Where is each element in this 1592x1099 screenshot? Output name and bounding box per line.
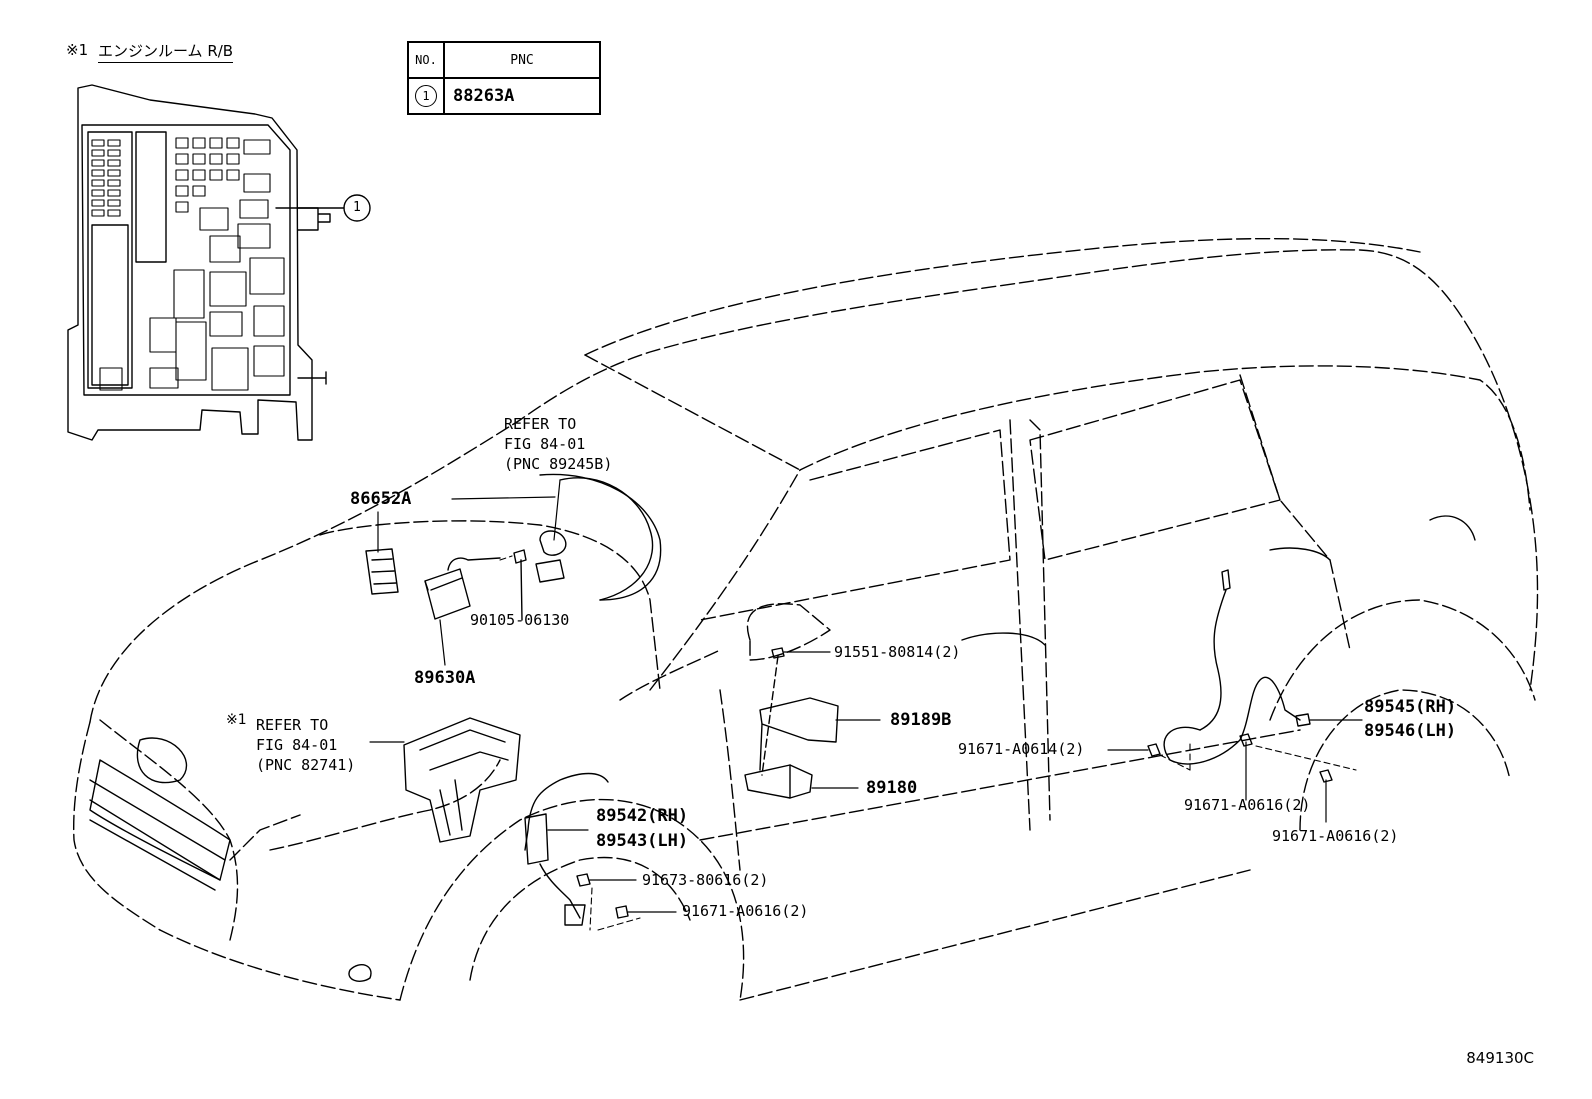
part-label-89189b: 89189B	[890, 710, 952, 730]
part-label-90105-06130: 90105-06130	[470, 611, 570, 629]
refer-note-top: REFER TO FIG 84-01 (PNC 89245B)	[504, 415, 613, 473]
pnc-table-header-no: NO.	[407, 41, 445, 79]
inset-title: エンジンルーム R/B	[98, 40, 234, 63]
part-label-89546-lh: 89546(LH)	[1364, 721, 1457, 741]
bolt-91671-rear-a-part	[1239, 733, 1253, 747]
pnc-table: NO. PNC 1 88263A	[407, 41, 601, 115]
pnc-table-header-pnc: PNC	[443, 41, 601, 79]
inset-callout-number: 1	[353, 200, 361, 215]
part-label-91673-80616: 91673-80616(2)	[642, 871, 769, 889]
part-label-86652a: 86652A	[350, 489, 412, 509]
leader-lines	[369, 479, 1363, 913]
part-label-89545-rh: 89545(RH)	[1364, 697, 1457, 717]
switch-86652a-part	[365, 548, 399, 595]
part-label-91671-a0616-front: 91671-A0616(2)	[682, 902, 809, 920]
front-speed-sensor-part	[524, 772, 609, 926]
bracket-89189b-part	[759, 697, 839, 771]
relay-box-inset	[67, 84, 331, 441]
part-label-89542-rh: 89542(RH)	[596, 806, 689, 826]
rear-speed-sensor-part	[1163, 569, 1311, 765]
part-label-91671-a0616-rear-a: 91671-A0616(2)	[1184, 796, 1311, 814]
pnc-row-value: 88263A	[443, 77, 601, 115]
part-label-91671-a0614: 91671-A0614(2)	[958, 740, 1085, 758]
ecu-89630a-part	[424, 557, 501, 620]
figure-id: 849130C	[1466, 1049, 1534, 1067]
bolt-91671-rear-b-part	[1319, 769, 1333, 783]
part-label-91551-80814: 91551-80814(2)	[834, 643, 961, 661]
table-row: 1 88263A	[407, 77, 601, 115]
inset-note-mark: ※1	[66, 41, 89, 59]
bolt-91673-part	[576, 873, 591, 887]
pnc-row-no: 1	[415, 85, 437, 107]
bolt-91671-front-part	[615, 905, 629, 919]
vehicle-outline	[72, 237, 1539, 1001]
part-label-89180: 89180	[866, 778, 918, 798]
part-label-89543-lh: 89543(LH)	[596, 831, 689, 851]
bolt-91671-a0614-part	[1147, 743, 1161, 757]
bolt-90105-part	[513, 549, 527, 621]
part-label-91671-a0616-rear-b: 91671-A0616(2)	[1272, 827, 1399, 845]
steering-sensor-part	[535, 477, 654, 601]
refer-note-left-mark: ※1	[226, 712, 247, 728]
part-label-89630a: 89630A	[414, 668, 476, 688]
dashed-leaders	[499, 555, 1357, 931]
bolt-91551-part	[761, 647, 785, 776]
refer-note-left: REFER TO FIG 84-01 (PNC 82741)	[256, 716, 356, 774]
relay-block-bracket-part	[403, 717, 521, 843]
sensor-89180-part	[744, 764, 813, 799]
